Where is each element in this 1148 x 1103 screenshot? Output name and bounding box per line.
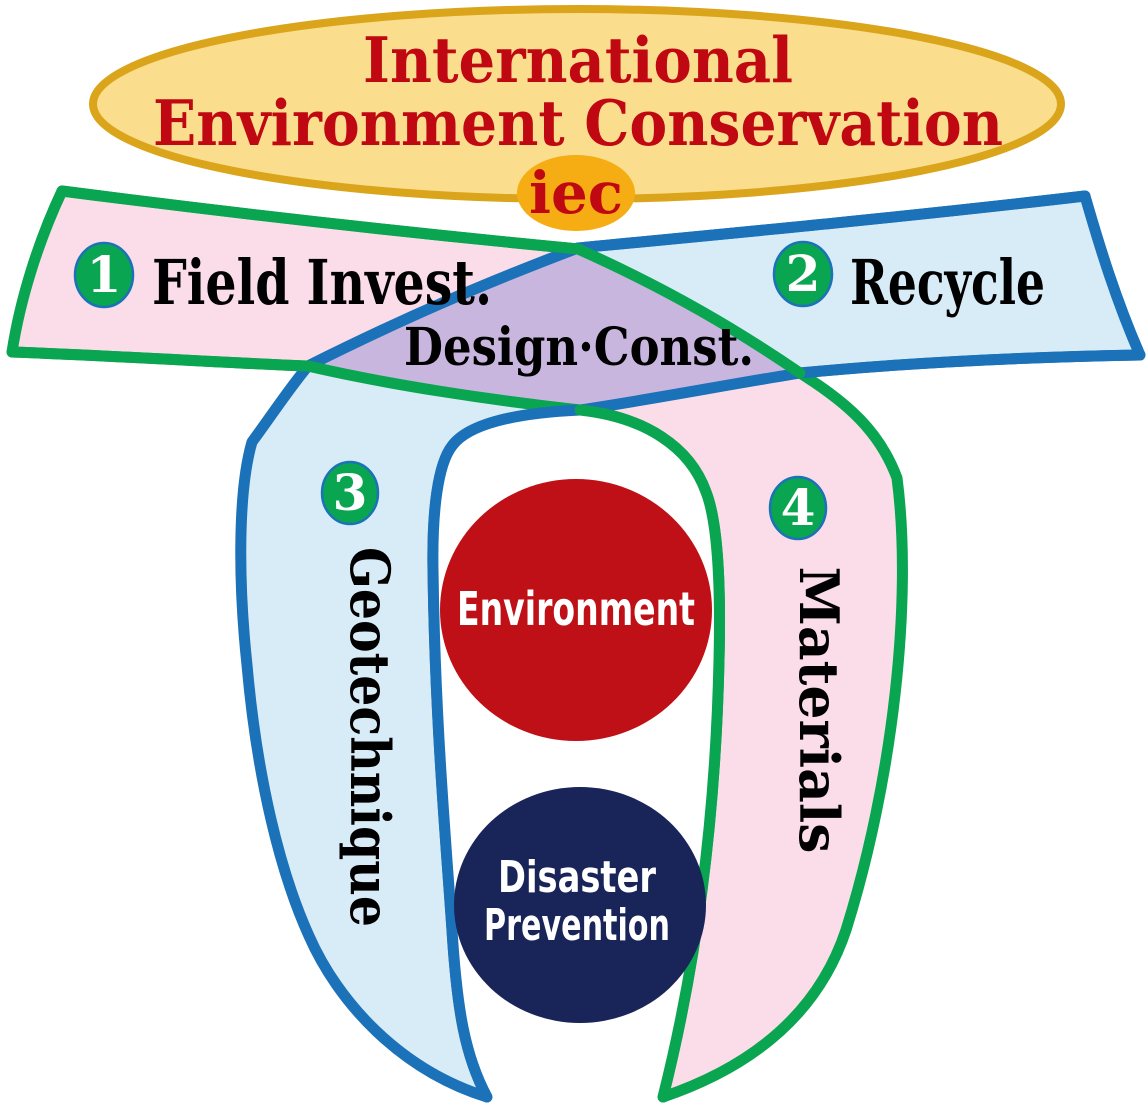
blue-band-bottom-edge [574,349,1146,416]
section-2-number: 2 [786,244,821,303]
section-4-badge [768,475,828,541]
title-line1: International [363,23,793,97]
section-4-label: Materials [787,567,851,854]
section-2-badge [772,240,834,308]
disaster-prevention-circle [454,787,706,1023]
overlap-diamond [308,248,800,410]
section-1-number: 1 [87,245,122,304]
blue-band-top-edge [302,190,1091,372]
section-2-label: Recycle [850,246,1045,319]
title-line2: Environment Conservation [153,86,1003,160]
section-3-badge [320,460,380,526]
section-4-number: 4 [781,478,816,537]
disaster-label-line1: Disaster [498,852,656,903]
green-band-top-edge [56,185,806,379]
overlap-label: Design·Const. [404,317,754,378]
section-1-label: Field Invest. [152,246,492,319]
section-3-label: Geotechnique [338,547,402,927]
section-3-number: 3 [333,463,368,522]
section-1-badge [73,241,135,309]
environment-label: Environment [457,582,695,636]
iec-acronym: iec [529,159,623,227]
environment-circle [440,479,712,741]
disaster-label-line2: Prevention [484,900,670,951]
green-band-bottom-edge [6,346,586,416]
iec-badge [517,155,635,231]
inner-arch-blue-edge [427,404,586,1103]
